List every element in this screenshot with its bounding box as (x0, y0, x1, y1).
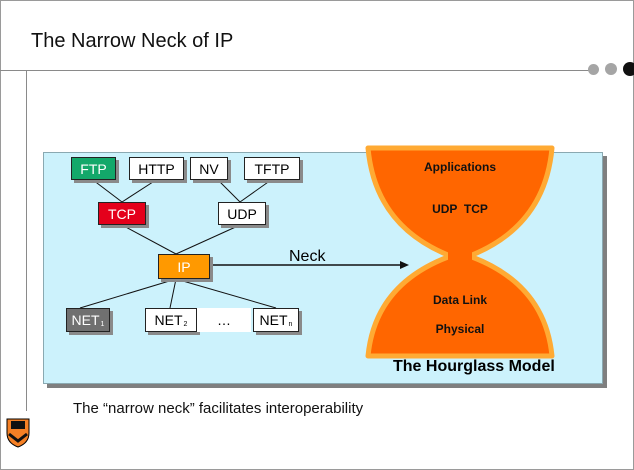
http-box: HTTP (129, 157, 184, 180)
hourglass-applications: Applications (423, 160, 497, 174)
slide-title: The Narrow Neck of IP (31, 30, 234, 52)
diagram-panel (43, 152, 603, 384)
title-rule (0, 70, 596, 71)
hourglass-physical: Physical (435, 322, 485, 336)
tftp-box: TFTP (244, 157, 300, 180)
left-rule (26, 71, 27, 411)
net2-label: NET (154, 312, 183, 328)
princeton-shield-icon (6, 418, 30, 448)
hourglass-data-link: Data Link (432, 293, 488, 307)
neck-label: Neck (289, 248, 326, 265)
tcp-box: TCP (98, 202, 146, 225)
netn-label: NET (259, 312, 288, 328)
udp-box: UDP (218, 202, 266, 225)
decor-dot-3 (623, 62, 634, 76)
net1-label: NET (71, 312, 100, 328)
ftp-box: FTP (71, 157, 116, 180)
netn-subscript: n (288, 320, 293, 328)
ip-box: IP (158, 254, 210, 279)
net1-subscript: 1 (100, 320, 105, 328)
nv-box: NV (190, 157, 228, 180)
hourglass-caption: The Hourglass Model (393, 358, 555, 375)
slide-caption: The “narrow neck” facilitates interopera… (73, 400, 364, 417)
decor-dot-2 (605, 63, 617, 75)
net2-subscript: 2 (183, 320, 188, 328)
decor-dot-1 (588, 64, 599, 75)
hourglass-transport: UDP TCP (432, 202, 488, 216)
net-ellipsis: … (197, 308, 251, 332)
